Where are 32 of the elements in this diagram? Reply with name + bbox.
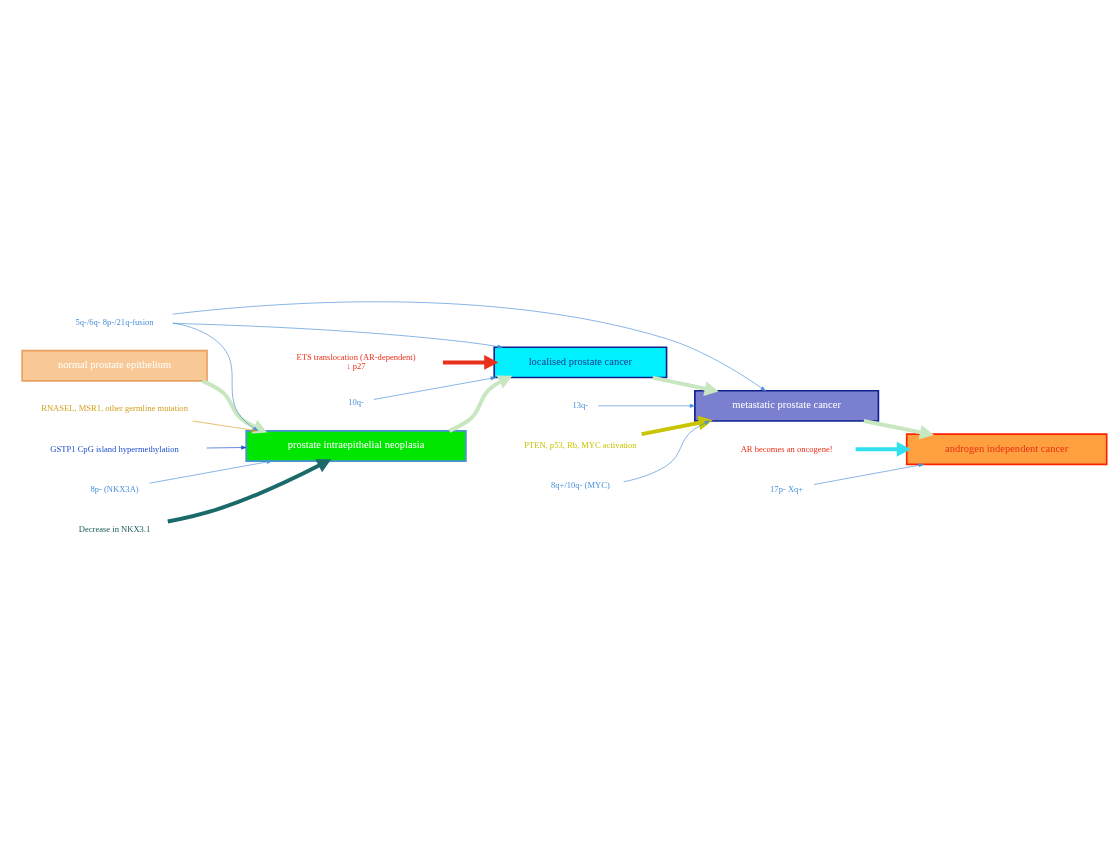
arrow — [813, 463, 924, 485]
arrow — [623, 420, 710, 483]
arrow — [172, 322, 259, 432]
arrow — [855, 441, 911, 457]
node-text: Decrease in NKX3.1 — [78, 523, 151, 534]
arrow — [652, 375, 719, 396]
node-text: 13q- — [572, 400, 589, 411]
node-text: AR becomes an oncogene! — [740, 443, 833, 454]
arrow — [167, 459, 332, 524]
arrow — [172, 323, 503, 349]
node-text: 8q+/10q- (MYC) — [551, 480, 610, 491]
arrow — [206, 445, 247, 450]
arrow — [641, 415, 713, 437]
node-text: 5q-/6q- 8p-/21q-fusion — [75, 316, 154, 327]
arrow — [192, 420, 258, 433]
arrow — [201, 379, 268, 434]
node-text: GSTP1 CpG island hypermethylation — [50, 443, 179, 454]
node-text: 10q- — [348, 396, 364, 407]
node-text: RNASEL, MSR1, other germline mutation — [41, 403, 188, 414]
node-box: normal prostate epithelium — [21, 349, 208, 382]
node-box: metastatic prostate cancer — [694, 389, 880, 422]
arrow — [442, 355, 499, 370]
node-text: 8p- (NKX3A) — [90, 483, 139, 494]
arrow — [149, 460, 272, 484]
arrow — [863, 419, 934, 440]
arrow — [172, 301, 766, 391]
arrow — [597, 403, 696, 408]
arrow — [448, 375, 513, 433]
node-text: ETS translocation (AR-dependent) ↓ p27 — [296, 352, 416, 372]
arrow — [373, 376, 496, 400]
node-text: 17p- Xq+ — [770, 483, 804, 494]
node-text: PTEN, p53, Rb, MYC activation — [524, 440, 637, 451]
